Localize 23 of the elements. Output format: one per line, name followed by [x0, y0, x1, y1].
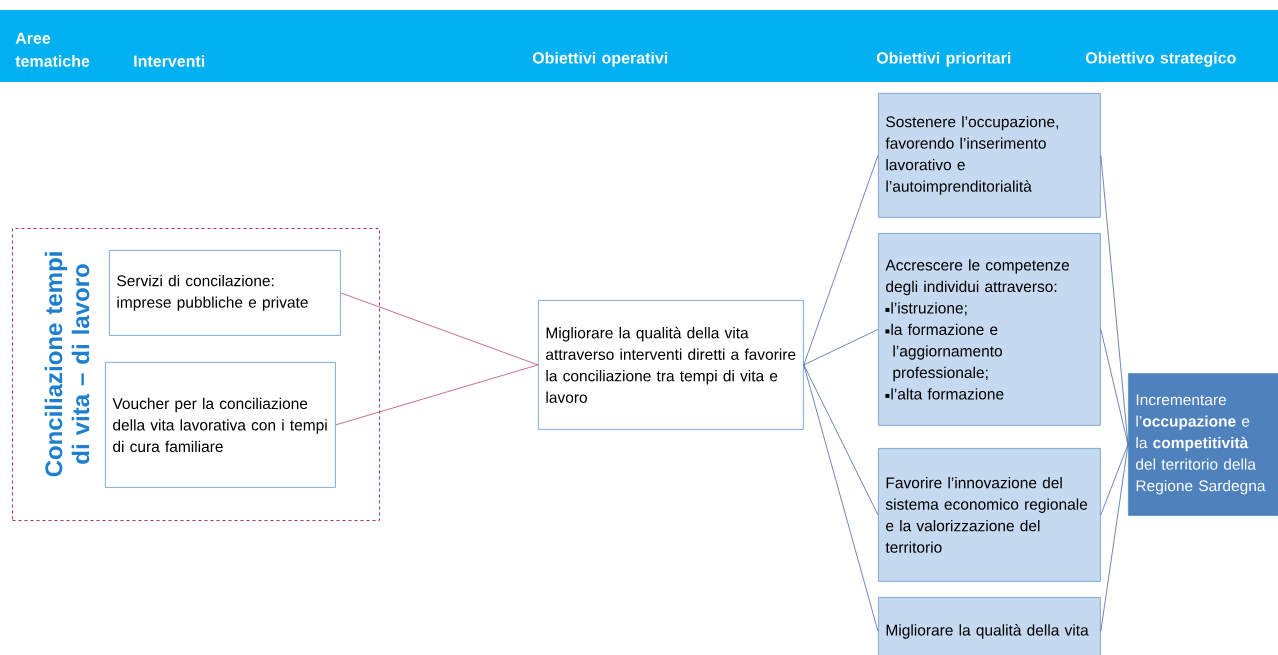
text-box: Migliorare la qualità della vita attraverso interventi diretti a favorire la conciliazione tra tempi di vita e lavoro — [538, 300, 804, 430]
connector-line — [1100, 444, 1129, 632]
objective-box: Migliorare la qualità della vita — [878, 597, 1101, 655]
connector-line — [335, 364, 539, 426]
column-heading: Interventi — [134, 55, 205, 67]
objective-box: Favorire l’innovazione del sistema economico regionale e la valorizzazione del territorio — [878, 448, 1101, 582]
connector-line — [803, 364, 879, 632]
column-heading: Aree tematiche — [15, 32, 90, 67]
column-heading: Obiettivi prioritari — [876, 51, 1011, 67]
connector-line — [1100, 329, 1129, 445]
connector-line — [340, 292, 539, 366]
connector-line — [1100, 444, 1129, 516]
column-heading: Obiettivo strategico — [1085, 51, 1236, 67]
connector-line — [803, 329, 879, 366]
connector-line — [1100, 155, 1129, 445]
objective-box: Accrescere le competenze degli individui attraverso: l’istruzione; la formazione e l’aggiornamento professionale; l’alta formazione — [878, 233, 1101, 426]
text-box: Voucher per la conciliazione della vita lavorativa con i tempi di cura familiare — [105, 362, 336, 488]
connector-line — [803, 364, 879, 516]
objective-box: Sostenere l’occupazione, favorendo l’inserimento lavorativo e l’autoimprenditorialità — [878, 93, 1101, 218]
strategic-goal-box: Incrementare l’occupazione e la competitività del territorio della Regione Sardegna — [1128, 373, 1278, 516]
column-heading: Obiettivi operativi — [532, 51, 668, 67]
connector-line — [803, 155, 879, 366]
text-box: Servizi di concilazione: imprese pubbliche e private — [109, 250, 341, 336]
